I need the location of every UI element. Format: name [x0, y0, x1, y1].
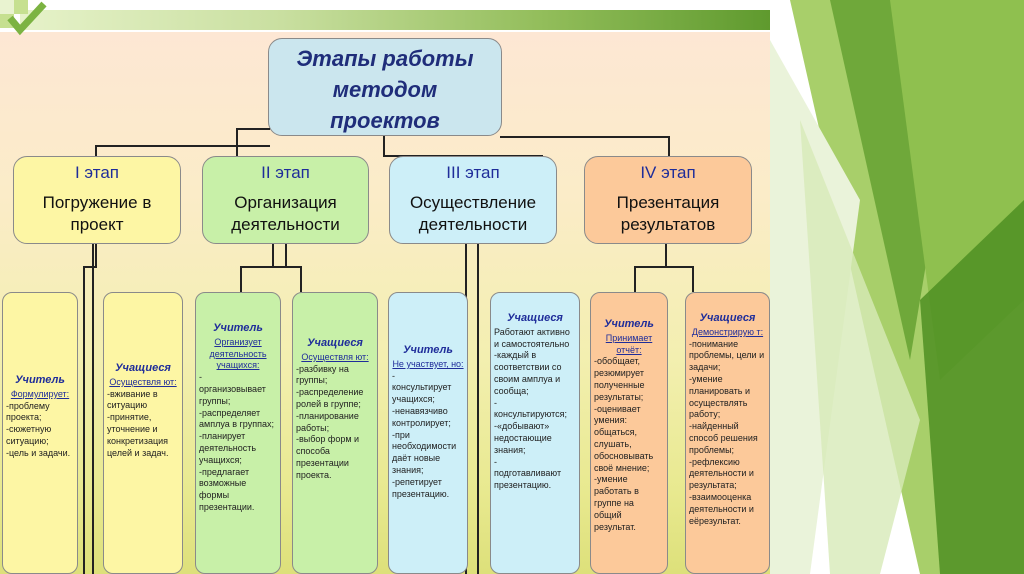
stage1-students-column: Учащиеся Осуществля ют: -вживание в ситу… [103, 292, 183, 574]
stage1-teacher-column: Учитель Формулирует: -проблему проекта; … [2, 292, 78, 574]
diagram-title: Этапы работы методом проектов [268, 38, 502, 136]
checkmark-logo-icon [0, 0, 47, 36]
stage2-teacher-column: Учитель Организует деятельность учащихся… [195, 292, 281, 574]
top-bar [0, 0, 770, 32]
stage4-teacher-column: Учитель Принимает отчёт: -обобщает, резю… [590, 292, 668, 574]
stage2-students-column: Учащиеся Осуществля ют: -разбивку на гру… [292, 292, 378, 574]
stage3-students-column: Учащиеся Работают активно и самостоятель… [490, 292, 580, 574]
stage4-students-column: Учащиеся Демонстрирую т: -понимание проб… [685, 292, 770, 574]
green-decoration [770, 0, 1024, 574]
stage3-teacher-column: Учитель Не участвует, но: - консультируе… [388, 292, 468, 574]
